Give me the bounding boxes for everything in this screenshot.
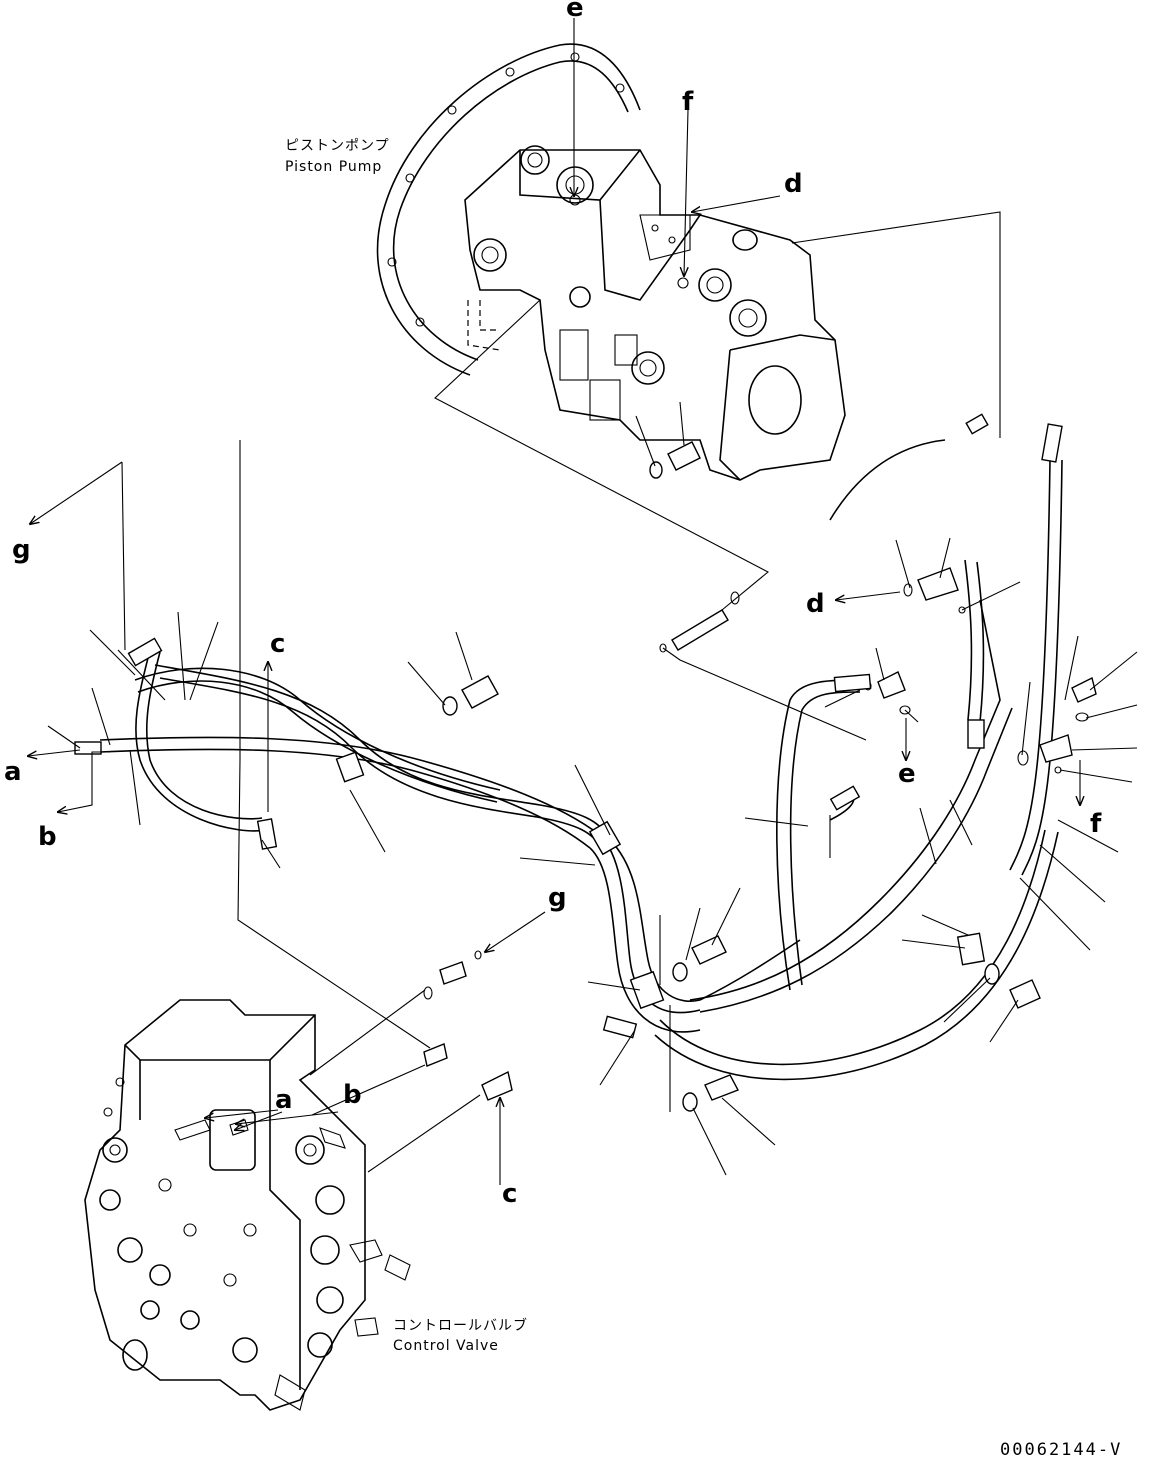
- reference-letters: e f d g c a b d e f g a b c: [4, 0, 1102, 1209]
- ref-letter-f-pump: f: [682, 87, 694, 117]
- ref-letter-g-center: g: [548, 883, 567, 913]
- ref-letter-d-pump: d: [784, 169, 803, 199]
- control-valve-caption-jp: コントロールバルブ: [393, 1317, 528, 1334]
- hose-assembly: [99, 439, 1063, 1081]
- piston-pump-caption-en: Piston Pump: [285, 159, 382, 175]
- ref-letter-c-valve: c: [502, 1179, 517, 1209]
- ref-letter-b-valve: b: [343, 1080, 362, 1110]
- piston-pump-caption-jp: ピストンポンプ: [285, 138, 390, 154]
- control-valve-caption-en: Control Valve: [393, 1338, 499, 1354]
- piston-pump-illustration: [376, 43, 846, 481]
- ref-letter-e-hose: e: [898, 759, 916, 789]
- direction-arrows: [28, 18, 1080, 1185]
- ref-letter-b-hose: b: [38, 822, 57, 852]
- ref-letter-g-left: g: [12, 535, 31, 565]
- fittings-and-clamps: [74, 413, 1097, 1112]
- ref-letter-c-hose: c: [270, 629, 285, 659]
- control-valve-illustration: [84, 999, 411, 1411]
- ref-letter-a-hose: a: [4, 757, 22, 787]
- figure-code: 00062144-V: [1000, 1440, 1122, 1460]
- leader-lines: [47, 211, 1138, 1176]
- ref-letter-e-pump: e: [566, 0, 584, 23]
- ref-letter-f-hose: f: [1090, 809, 1102, 839]
- ref-letter-a-valve: a: [275, 1085, 293, 1115]
- ref-letter-d-hose: d: [806, 589, 825, 619]
